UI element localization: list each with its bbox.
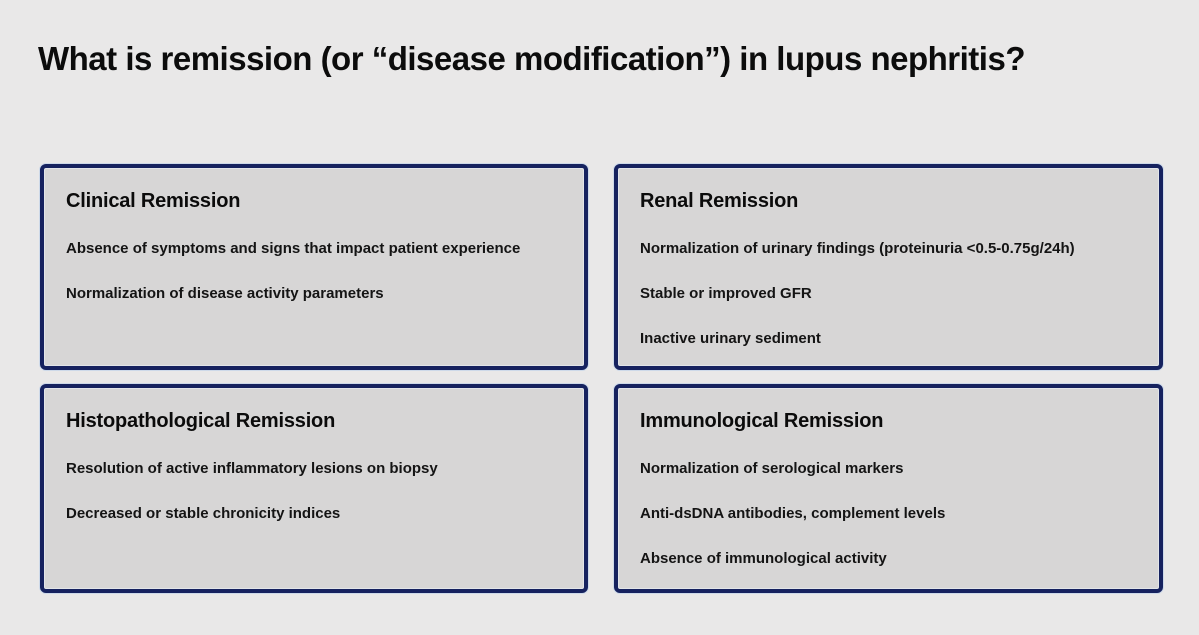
slide-title: What is remission (or “disease modificat… (38, 40, 1025, 77)
box-heading: Immunological Remission (640, 410, 884, 432)
box-item: Normalization of serological markers (640, 460, 904, 477)
box-heading: Histopathological Remission (66, 410, 336, 432)
box-item: Inactive urinary sediment (640, 330, 821, 347)
box-heading: Clinical Remission (66, 190, 241, 212)
box-histopathological-remission: Histopathological Remission Resolution o… (40, 384, 588, 593)
box-item: Resolution of active inflammatory lesion… (66, 460, 438, 477)
box-clinical-remission: Clinical Remission Absence of symptoms a… (40, 164, 588, 370)
box-renal-remission: Renal Remission Normalization of urinary… (614, 164, 1163, 370)
box-item: Decreased or stable chronicity indices (66, 505, 341, 522)
box-item: Normalization of urinary findings (prote… (640, 240, 1075, 257)
box-item: Absence of immunological activity (640, 550, 887, 567)
remission-grid: Clinical Remission Absence of symptoms a… (40, 164, 1163, 593)
box-heading: Renal Remission (640, 190, 799, 212)
box-immunological-remission: Immunological Remission Normalization of… (614, 384, 1163, 593)
box-item: Anti-dsDNA antibodies, complement levels (640, 505, 946, 522)
box-item: Normalization of disease activity parame… (66, 285, 384, 302)
box-item: Stable or improved GFR (640, 285, 812, 302)
box-item: Absence of symptoms and signs that impac… (66, 240, 521, 257)
